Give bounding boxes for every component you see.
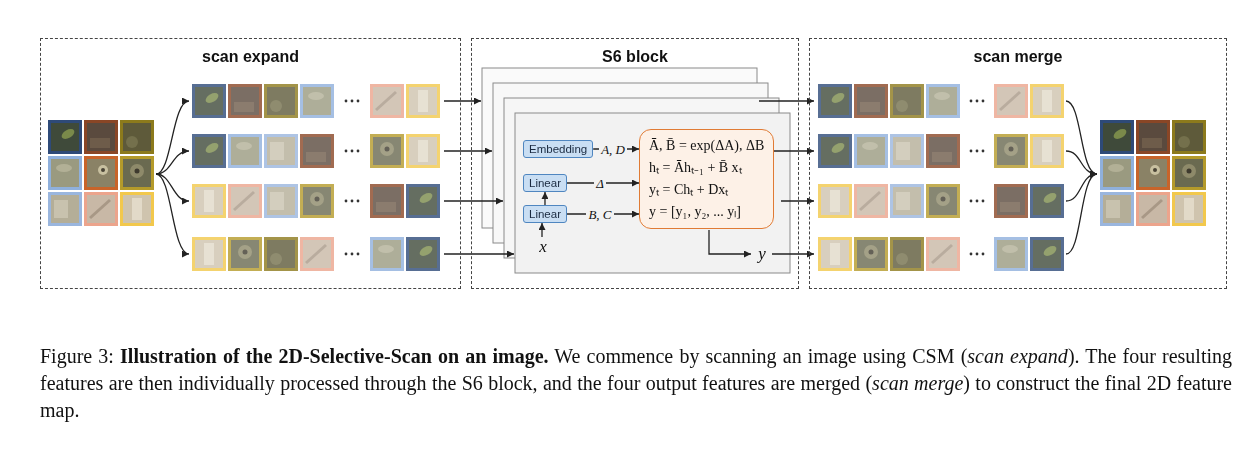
equation-line: y = [y₁, y₂, ... yₗ] [649,201,764,223]
linear-box: Linear [523,205,567,223]
equation-line: Ā, B̄ = exp(ΔA), ΔB [649,135,764,157]
caption-bold: Illustration of the 2D-Selective-Scan on… [120,345,548,367]
caption-italic: scan merge [872,372,963,394]
box-label: Linear [529,176,561,190]
dashed-panel: S6 blockEmbeddingLinearLinearĀ, B̄ = exp… [471,38,799,289]
dashed-panel: scan expand [40,38,461,289]
connector-arrow [544,192,545,205]
linear-box: Linear [523,174,567,192]
equation-line: hₜ = Āhₜ₋₁ + B̄ xₜ [649,157,764,179]
signal-label: x [539,238,547,256]
edge-label: A, D [599,142,627,157]
equation-box: Ā, B̄ = exp(ΔA), ΔBhₜ = Āhₜ₋₁ + B̄ xₜyₜ … [639,129,774,229]
dashed-panel: scan merge [809,38,1227,289]
edge-label: B, C [586,207,613,222]
panel-title: scan merge [810,48,1226,66]
figure-caption: Figure 3: Illustration of the 2D-Selecti… [40,343,1232,424]
caption-italic: scan expand [967,345,1068,367]
panel-title: scan expand [41,48,460,66]
embedding-box: Embedding [523,140,593,158]
signal-label: y [758,245,766,263]
edge-label: Δ [594,176,606,191]
equation-line: yₜ = Chₜ + Dxₜ [649,179,764,201]
box-label: Linear [529,207,561,221]
panel-title: S6 block [472,48,798,66]
box-label: Embedding [529,142,587,156]
